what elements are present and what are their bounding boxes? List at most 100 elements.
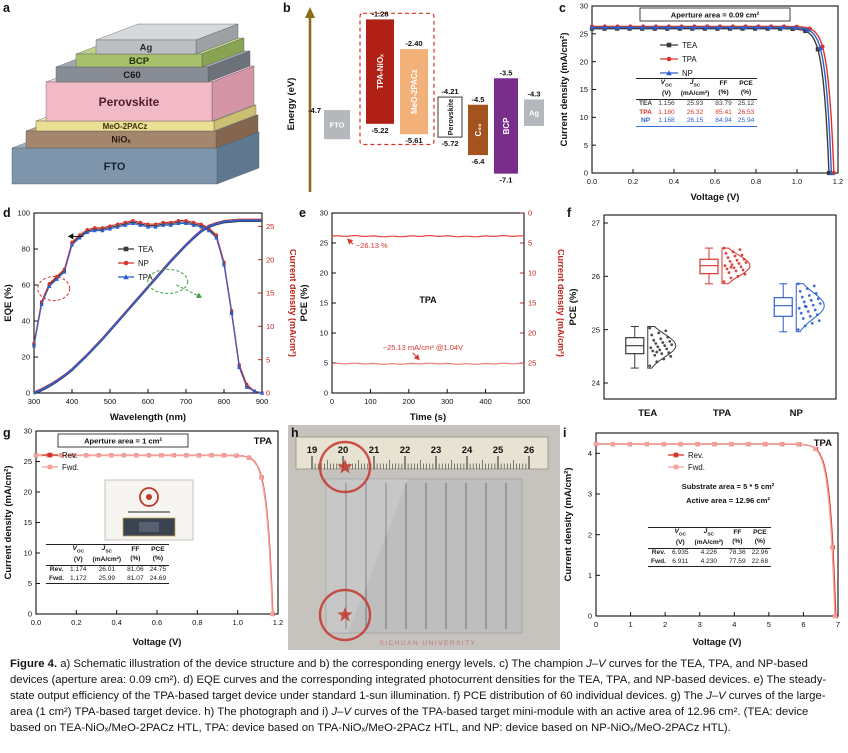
svg-text:7: 7 <box>836 620 840 629</box>
svg-text:25: 25 <box>592 325 600 334</box>
svg-text:10: 10 <box>580 113 588 122</box>
svg-text:~26.13 %: ~26.13 % <box>356 241 388 250</box>
svg-text:FTO: FTO <box>330 121 345 130</box>
svg-text:~25.13 mA/cm² @1.04V: ~25.13 mA/cm² @1.04V <box>383 343 463 352</box>
svg-text:900: 900 <box>256 397 269 406</box>
panel-letter-b: b <box>283 1 291 15</box>
svg-text:15: 15 <box>580 85 588 94</box>
svg-text:FTO: FTO <box>104 161 126 173</box>
svg-text:15: 15 <box>528 299 536 308</box>
svg-text:-5.72: -5.72 <box>441 139 458 148</box>
svg-text:27: 27 <box>592 219 600 228</box>
svg-text:1: 1 <box>628 620 632 629</box>
svg-text:5: 5 <box>528 239 532 248</box>
svg-text:BCP: BCP <box>502 117 511 135</box>
svg-text:NP: NP <box>138 259 149 268</box>
svg-text:TPA: TPA <box>713 408 731 419</box>
svg-text:TPA-NiOₓ: TPA-NiOₓ <box>376 54 385 89</box>
svg-text:30: 30 <box>320 209 328 218</box>
svg-text:-4.5: -4.5 <box>472 95 485 104</box>
svg-text:MeO-2PACz: MeO-2PACz <box>410 69 419 114</box>
svg-text:Perovskite: Perovskite <box>446 99 455 135</box>
svg-text:5: 5 <box>584 141 588 150</box>
svg-text:30: 30 <box>24 427 32 436</box>
svg-text:0.2: 0.2 <box>628 177 638 186</box>
svg-text:700: 700 <box>180 397 193 406</box>
svg-text:Current density (mA/cm²): Current density (mA/cm²) <box>288 249 296 357</box>
caption-segment: curves for the TEA, TPA, and NP-based de… <box>10 658 827 703</box>
svg-text:0: 0 <box>330 397 334 406</box>
svg-text:NiOₓ: NiOₓ <box>111 135 131 145</box>
svg-text:Time (s): Time (s) <box>410 412 446 423</box>
svg-text:20: 20 <box>338 445 349 456</box>
svg-text:-3.5: -3.5 <box>500 68 513 77</box>
svg-text:-5.22: -5.22 <box>371 126 388 135</box>
svg-text:26: 26 <box>524 445 535 456</box>
svg-text:0.4: 0.4 <box>111 618 121 627</box>
svg-text:PCE (%): PCE (%) <box>568 289 579 326</box>
svg-text:2: 2 <box>663 620 667 629</box>
svg-text:6: 6 <box>801 620 805 629</box>
svg-text:TEA: TEA <box>638 408 657 419</box>
svg-text:400: 400 <box>66 397 79 406</box>
svg-text:Aperture area = 1 cm²: Aperture area = 1 cm² <box>84 437 162 446</box>
svg-text:Perovskite: Perovskite <box>99 95 160 109</box>
caption-segment: Figure 4. <box>10 658 58 670</box>
svg-text:TEA: TEA <box>138 245 154 254</box>
panel-letter-c: c <box>559 1 566 15</box>
svg-text:25: 25 <box>528 359 536 368</box>
panel-letter-e: e <box>299 206 306 220</box>
svg-text:Aperture area = 0.09 cm²: Aperture area = 0.09 cm² <box>671 11 760 20</box>
energy-level-diagram: Energy (eV)FTO-4.7TPA-NiOₓ-1.28-5.22MeO-… <box>286 7 544 192</box>
svg-text:Ag: Ag <box>140 42 153 53</box>
svg-text:Current density (mA/cm²): Current density (mA/cm²) <box>556 249 564 357</box>
svg-text:25: 25 <box>266 222 274 231</box>
svg-text:0.0: 0.0 <box>587 177 597 186</box>
svg-text:Wavelength (nm): Wavelength (nm) <box>110 412 186 423</box>
svg-text:10: 10 <box>320 329 328 338</box>
svg-text:100: 100 <box>364 397 377 406</box>
svg-text:600: 600 <box>142 397 155 406</box>
svg-text:23: 23 <box>431 445 442 456</box>
svg-text:Rev.: Rev. <box>62 451 77 460</box>
svg-text:0: 0 <box>28 610 32 619</box>
svg-text:30: 30 <box>580 2 588 11</box>
panel-letter-h: h <box>291 426 299 440</box>
svg-text:0.0: 0.0 <box>31 618 41 627</box>
svg-text:1.2: 1.2 <box>273 618 283 627</box>
svg-text:100: 100 <box>17 209 30 218</box>
svg-text:-6.4: -6.4 <box>472 157 486 166</box>
svg-text:24: 24 <box>592 379 600 388</box>
svg-text:-2.40: -2.40 <box>405 39 422 48</box>
svg-text:Voltage (V): Voltage (V) <box>691 192 740 203</box>
svg-text:Substrate area = 5 * 5 cm²: Substrate area = 5 * 5 cm² <box>682 482 775 491</box>
svg-text:Fwd.: Fwd. <box>688 463 705 472</box>
svg-text:1.2: 1.2 <box>833 177 843 186</box>
panel-letter-a: a <box>3 1 10 15</box>
svg-text:TPA: TPA <box>138 273 153 282</box>
svg-text:0: 0 <box>528 209 532 218</box>
svg-text:25: 25 <box>24 457 32 466</box>
svg-text:5: 5 <box>266 355 270 364</box>
svg-text:-5.61: -5.61 <box>405 136 422 145</box>
svg-text:TPA: TPA <box>419 295 437 305</box>
svg-text:300: 300 <box>28 397 41 406</box>
svg-text:15: 15 <box>266 289 274 298</box>
panel-letter-f: f <box>567 206 572 220</box>
svg-text:Energy (eV): Energy (eV) <box>286 78 297 131</box>
svg-text:15: 15 <box>24 518 32 527</box>
svg-text:20: 20 <box>528 329 536 338</box>
svg-text:5: 5 <box>767 620 771 629</box>
svg-text:0.6: 0.6 <box>710 177 720 186</box>
svg-text:1.0: 1.0 <box>792 177 802 186</box>
svg-text:26: 26 <box>592 272 600 281</box>
